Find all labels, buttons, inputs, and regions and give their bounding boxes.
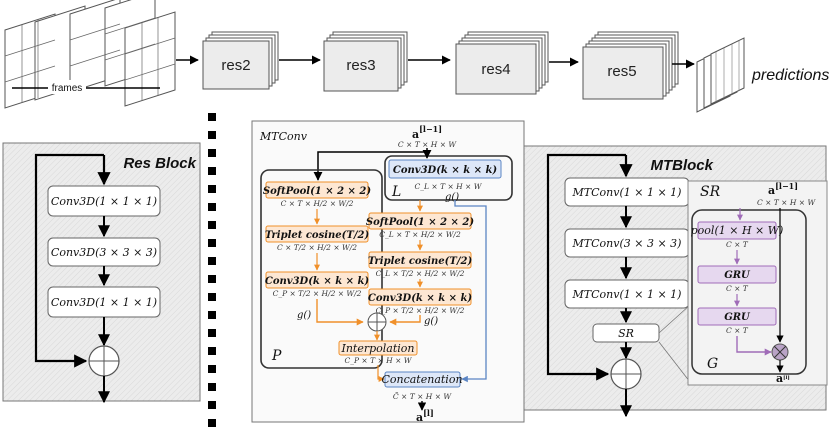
L-conv-box: Conv3D(k × k × k)	[368, 293, 473, 304]
L-letter: L	[391, 184, 401, 200]
sr-gru-box: GRU	[724, 312, 751, 323]
res-layer: Conv3D(1 × 1 × 1)	[51, 195, 157, 208]
sr-output-label: a[l]	[776, 372, 790, 385]
P-group	[260, 169, 383, 369]
g-label: g()	[297, 310, 311, 321]
mtconv-title: MTConv	[259, 130, 308, 143]
input-frames: frames	[4, 0, 176, 109]
mtblock-layer: MTConv(3 × 3 × 3)	[572, 237, 682, 250]
P-softpool-box: SoftPool(1 × 2 × 2)	[263, 186, 371, 197]
L-triplet-box: Triplet cosine(T/2)	[368, 256, 473, 267]
stage-res2: res2	[202, 31, 279, 90]
stage-label: res5	[607, 63, 636, 80]
frames-label: frames	[52, 83, 83, 94]
P-triplet-dim: C × T/2 × H/2 × W/2	[277, 243, 357, 252]
sr-gru-dim: C × T	[726, 326, 749, 335]
sr-pool-box: pool(1 × H × W)	[691, 224, 784, 237]
L-group	[384, 155, 513, 201]
P-triplet-box: Triplet cosine(T/2)	[265, 230, 370, 241]
interpolation-dim: C_P × T × H × W	[345, 356, 413, 365]
interpolation-box: Interpolation	[340, 342, 414, 355]
L-conv-dim: C_P × T/2 × H/2 × W/2	[376, 306, 465, 315]
mtconv-output-label: a[l]	[416, 408, 434, 424]
separator	[208, 113, 216, 427]
P-softpool-dim: C × T × H/2 × W/2	[281, 199, 354, 208]
sr-pool-dim: C × T	[726, 240, 749, 249]
res-layer: Conv3D(3 × 3 × 3)	[51, 246, 157, 259]
g-label: g()	[424, 316, 438, 327]
sr-gru-box: GRU	[724, 270, 751, 281]
stage-label: res4	[481, 61, 510, 78]
concatenation-box: Concatenation	[381, 373, 462, 386]
res-layer: Conv3D(1 × 1 × 1)	[51, 296, 157, 309]
add-icon	[367, 312, 387, 332]
stage-res3: res3	[323, 31, 408, 92]
mtblock-title: MTBlock	[650, 157, 713, 174]
g-label: g()	[445, 192, 459, 203]
sr-gru-dim: C × T	[726, 284, 749, 293]
L-softpool-box: SoftPool(1 × 2 × 2)	[366, 217, 474, 228]
P-conv-dim: C_P × T/2 × H/2 × W/2	[273, 289, 362, 298]
mtconv-input-dim: C × T × H × W	[398, 140, 457, 149]
concatenation-dim: C̃ × T × H × W	[393, 392, 452, 401]
add-icon	[88, 345, 120, 377]
multiply-icon	[771, 343, 789, 361]
add-icon	[610, 358, 642, 390]
sr-G-letter: G	[707, 356, 718, 372]
res-block-panel: Res Block Conv3D(1 × 1 × 1) Conv3D(3 × 3…	[2, 142, 201, 404]
stage-res5: res5	[582, 31, 679, 100]
res-block-title: Res Block	[123, 155, 196, 172]
P-letter: P	[271, 348, 282, 364]
stage-label: res2	[221, 57, 250, 74]
mtconv-input-label: a[l−1]	[412, 124, 442, 141]
mtblock-layer: MTConv(1 × 1 × 1)	[572, 186, 682, 199]
mtblock-layer: MTConv(1 × 1 × 1)	[572, 288, 682, 301]
prediction-frames	[696, 37, 745, 113]
sr-input-dim: C × T × H × W	[757, 198, 816, 207]
L-conv-dim: C_L × T × H × W	[415, 182, 483, 191]
sr-input-label: a[l−1]	[768, 181, 798, 197]
L-triplet-dim: C_L × T/2 × H/2 × W/2	[376, 269, 465, 278]
L-conv-box: Conv3D(k × k × k)	[393, 165, 498, 176]
sr-panel: SR a[l−1] C × T × H × W pool(1 × H × W) …	[687, 180, 828, 386]
stage-label: res3	[346, 57, 375, 74]
sr-title: SR	[700, 184, 721, 200]
P-conv-box: Conv3D(k × k × k)	[265, 276, 370, 287]
L-softpool-dim: C_L × T × H/2 × W/2	[379, 230, 461, 239]
predictions-label: predictions	[751, 67, 829, 84]
mtconv-panel: MTConv a[l−1] C × T × H × W Conv3D(k × k…	[251, 120, 525, 424]
stage-res4: res4	[455, 31, 549, 95]
sr-module-box: SR	[618, 327, 634, 340]
